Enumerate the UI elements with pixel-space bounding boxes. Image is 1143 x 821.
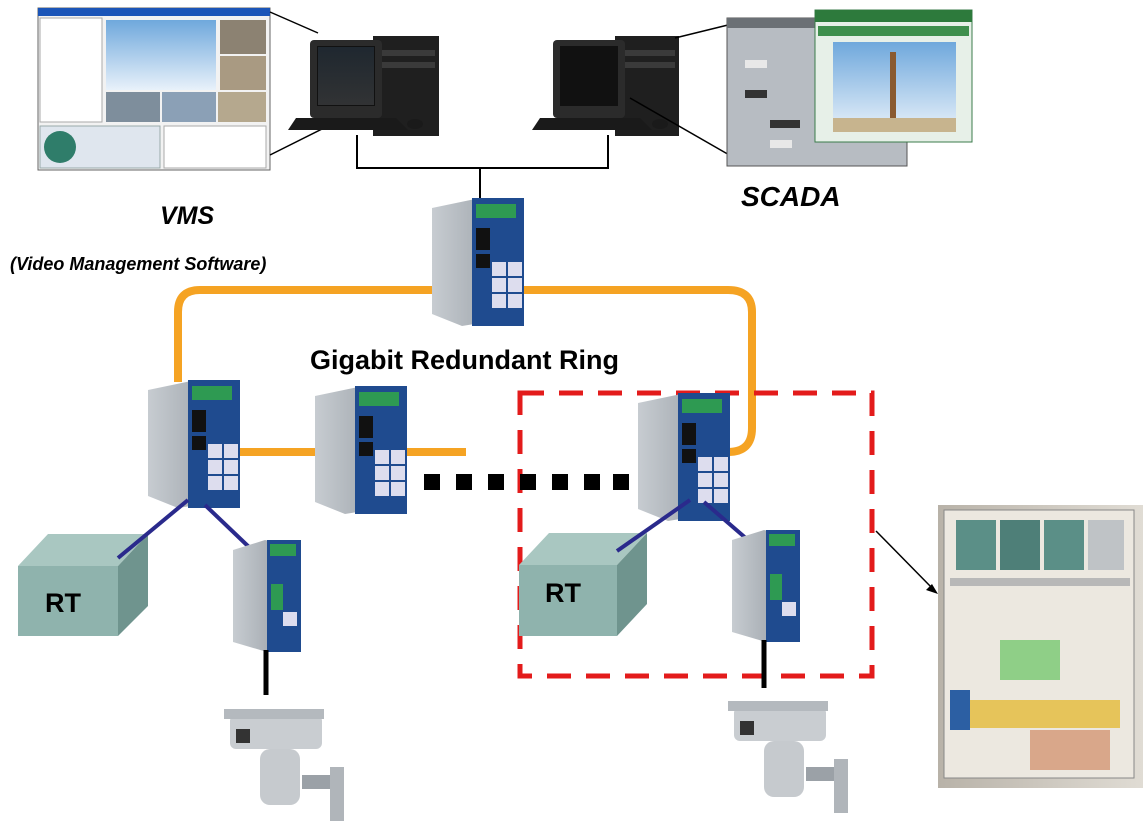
ip-camera-icon [224, 709, 344, 821]
vms-screenshot [37, 7, 271, 171]
cabinet-photo [938, 505, 1143, 788]
computer-icon [288, 36, 439, 136]
ip-camera-icon [728, 701, 848, 813]
video-server-icon [732, 530, 800, 642]
ring-label: Gigabit Redundant Ring [310, 345, 619, 375]
video-server-icon [233, 540, 301, 652]
computer-icon [532, 36, 679, 136]
vms-label: VMS [160, 202, 215, 230]
vms-subtitle: (Video Management Software) [10, 254, 267, 274]
dotted-link [424, 474, 629, 490]
ethernet-switch-icon [315, 386, 407, 514]
ethernet-switch-icon [432, 198, 524, 326]
rt-label-right: RT [545, 578, 581, 608]
rt-label-left: RT [45, 588, 81, 618]
ethernet-switch-icon [148, 380, 240, 508]
scada-label: SCADA [741, 181, 841, 212]
rt-box-left [18, 534, 148, 636]
video-encoder-screenshot [814, 9, 973, 143]
ethernet-switch-icon [638, 393, 730, 521]
rt-box-right [519, 533, 647, 636]
